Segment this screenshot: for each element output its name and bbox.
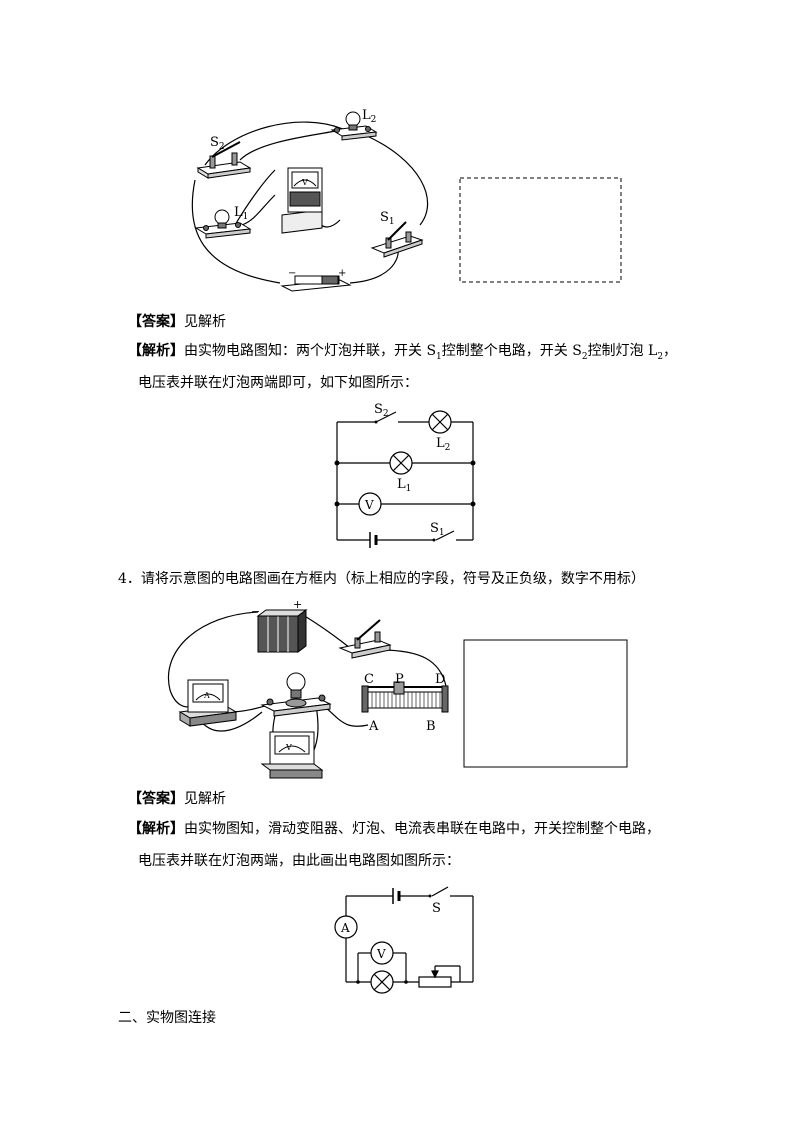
q3-sch-label-s2: S2 bbox=[374, 402, 389, 419]
q3-label-l2: L2 bbox=[362, 108, 376, 125]
q3-sch-label-v: V bbox=[364, 498, 374, 512]
q4-question-text: 请将示意图的电路图画在方框内（标上相应的字段，符号及正负级，数字不用标） bbox=[140, 571, 645, 587]
q4-label-a: A bbox=[368, 719, 379, 734]
q4-voltmeter bbox=[260, 731, 324, 779]
q4-lamp bbox=[260, 672, 332, 717]
q4-label-d: D bbox=[435, 672, 445, 687]
q4-sch-label-a: A bbox=[340, 921, 350, 935]
q4-label-b: B bbox=[426, 719, 436, 734]
q4-number: 4． bbox=[118, 571, 141, 587]
q4-switch bbox=[338, 619, 392, 659]
q4-analysis-line1: 【解析】由实物图知，滑动变阻器、灯泡、电流表串联在电路中，开关控制整个电路， bbox=[128, 821, 660, 837]
q3-s2-switch bbox=[196, 141, 252, 179]
q4-answer-tag: 【答案】 bbox=[128, 791, 184, 807]
q4-battery bbox=[256, 609, 308, 653]
q4-sch-label-s: S bbox=[432, 901, 441, 916]
q4-label-c: C bbox=[364, 672, 374, 687]
q3-analysis-tag: 【解析】 bbox=[128, 343, 184, 359]
section-title: 二、实物图连接 bbox=[118, 1010, 216, 1026]
q3-l1-lamp bbox=[194, 209, 252, 239]
q4-label-p: P bbox=[395, 672, 404, 687]
q3-label-l1: L1 bbox=[234, 205, 248, 222]
q3-sch-label-s1: S1 bbox=[430, 521, 445, 538]
q4-analysis-tag: 【解析】 bbox=[128, 821, 184, 837]
q3-answer-tag: 【答案】 bbox=[128, 314, 184, 330]
q4-label-voltmeter: V bbox=[285, 743, 292, 752]
q3-s1-switch bbox=[370, 221, 424, 258]
q4-answer-text: 见解析 bbox=[184, 791, 226, 807]
q3-label-s1: S1 bbox=[380, 210, 395, 227]
q4-answer: 【答案】见解析 bbox=[128, 789, 226, 809]
q4-label-minus: − bbox=[251, 605, 260, 618]
q3-label-s2: S2 bbox=[210, 135, 225, 152]
q4-analysis-line2: 电压表并联在灯泡两端，由此画出电路图如图所示： bbox=[138, 853, 460, 869]
q4-answer-box bbox=[463, 639, 628, 768]
q4-rheostat bbox=[361, 681, 449, 713]
q3-voltmeter bbox=[281, 167, 323, 234]
q3-sch-label-l1: L1 bbox=[397, 477, 411, 494]
q3-answer: 【答案】见解析 bbox=[128, 312, 226, 332]
q3-analysis-line1: 【解析】由实物电路图知：两个灯泡并联，开关 S1控制整个电路，开关 S2控制灯泡… bbox=[128, 343, 678, 362]
q4-label-ammeter: A bbox=[203, 691, 210, 700]
q3-analysis-line2: 电压表并联在灯泡两端即可，如下如图所示： bbox=[138, 375, 418, 391]
q3-label-plus: + bbox=[338, 268, 346, 279]
q3-answer-text: 见解析 bbox=[184, 314, 226, 330]
q3-label-minus: − bbox=[288, 268, 296, 279]
q4-ammeter bbox=[178, 679, 238, 727]
q4-label-plus: + bbox=[293, 598, 302, 611]
q3-l2-lamp bbox=[330, 111, 378, 141]
q3-sch-label-l2: L2 bbox=[436, 436, 450, 453]
q3-battery bbox=[280, 275, 352, 292]
q4-question: 4．请将示意图的电路图画在方框内（标上相应的字段，符号及正负级，数字不用标） bbox=[118, 569, 645, 589]
q3-label-v: V bbox=[301, 178, 308, 187]
q3-answer-box bbox=[459, 177, 622, 283]
q4-sch-label-v: V bbox=[376, 947, 386, 961]
